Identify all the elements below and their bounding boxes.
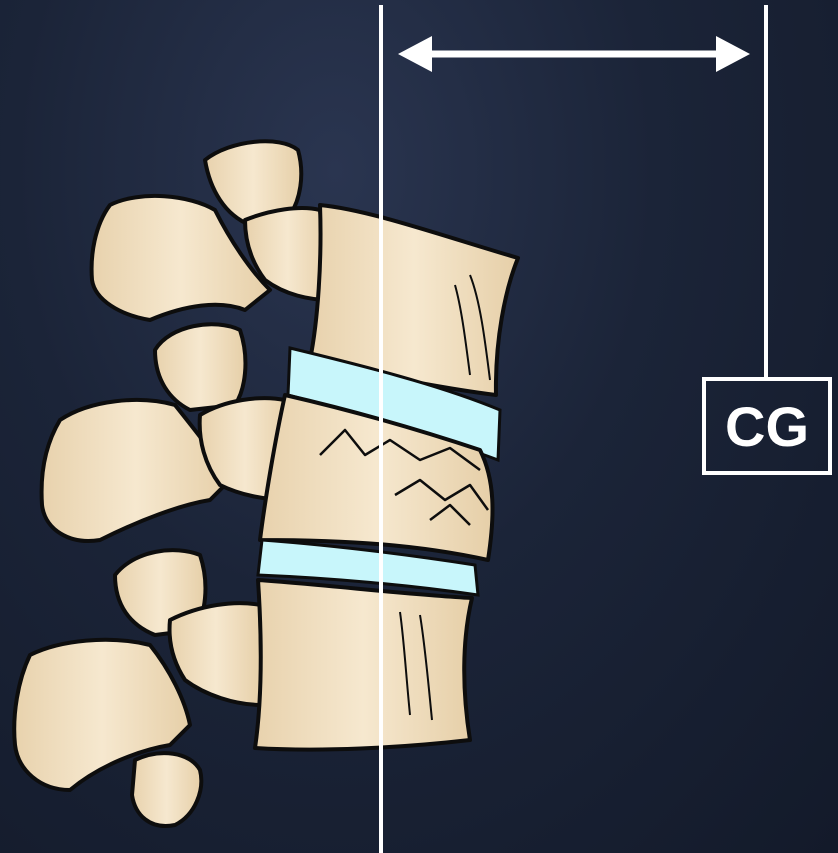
lower-vertebra [14, 550, 472, 826]
lower-vertebral-body [255, 580, 472, 750]
lower-pedicle [170, 603, 262, 705]
lower-inferior-process [132, 753, 201, 826]
middle-articular-process [155, 324, 245, 410]
moment-arm-arrow [398, 36, 750, 72]
arrowhead-right [716, 36, 750, 72]
cg-label-box: CG [702, 377, 832, 475]
arrowhead-left [398, 36, 432, 72]
cg-label: CG [725, 394, 809, 459]
